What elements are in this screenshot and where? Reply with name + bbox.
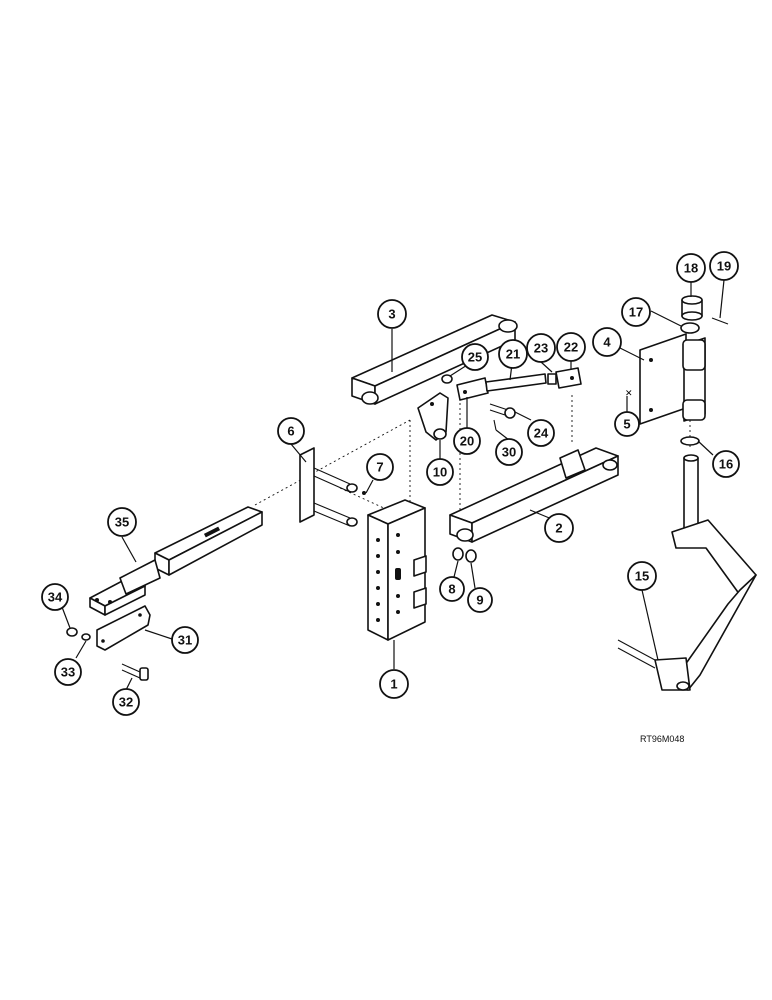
svg-text:21: 21 — [506, 347, 520, 362]
callout-19: 19 — [709, 251, 739, 281]
part-8-washer — [452, 547, 464, 561]
svg-text:2: 2 — [555, 521, 562, 536]
svg-text:19: 19 — [717, 259, 731, 274]
svg-text:16: 16 — [719, 457, 733, 472]
callout-17: 17 — [621, 297, 651, 327]
callout-24: 24 — [527, 419, 555, 447]
part-35-telescoping-link — [89, 506, 263, 616]
part-9-washer — [465, 549, 477, 563]
svg-text:23: 23 — [534, 341, 548, 356]
part-34-nut — [66, 627, 78, 637]
svg-text:20: 20 — [460, 434, 474, 449]
svg-text:34: 34 — [48, 590, 63, 605]
callout-32: 32 — [112, 688, 140, 716]
reference-code: RT96M048 — [640, 734, 684, 744]
callout-4: 4 — [592, 327, 622, 357]
leader-lines — [61, 279, 725, 691]
callout-23: 23 — [526, 333, 556, 363]
svg-text:33: 33 — [61, 665, 75, 680]
callout-7: 7 — [366, 453, 394, 481]
callout-33: 33 — [54, 658, 82, 686]
svg-text:4: 4 — [603, 335, 611, 350]
part-19-pin — [711, 317, 729, 325]
callouts: 1 2 3 4 5 6 7 8 9 10 15 16 17 18 19 20 2… — [41, 251, 740, 716]
part-7-pin — [362, 491, 366, 495]
svg-text:7: 7 — [376, 460, 383, 475]
svg-text:25: 25 — [468, 350, 482, 365]
callout-25: 25 — [461, 343, 489, 371]
callout-30: 30 — [495, 438, 523, 466]
part-25-nut — [441, 374, 453, 384]
bracket-holes — [376, 533, 401, 622]
part-32-bolt — [121, 663, 149, 681]
part-10-link-plate — [417, 392, 449, 441]
callout-9: 9 — [467, 587, 493, 613]
part-2-lower-arm — [449, 447, 619, 543]
part-30-cotter-pin — [493, 419, 497, 431]
part-4-hinge-bracket — [639, 333, 706, 425]
svg-text:6: 6 — [287, 424, 294, 439]
callout-3: 3 — [377, 299, 407, 329]
callout-21: 21 — [498, 339, 528, 369]
svg-text:35: 35 — [115, 515, 129, 530]
callout-6: 6 — [277, 417, 305, 445]
part-21-rod — [485, 373, 547, 392]
part-18-bushing — [681, 295, 703, 321]
callout-22: 22 — [556, 332, 586, 362]
svg-text:3: 3 — [388, 307, 395, 322]
svg-text:1: 1 — [390, 677, 397, 692]
svg-text:✕: ✕ — [625, 389, 633, 399]
part-5-screw: ✕ — [625, 389, 633, 399]
part-1-vertical-bracket — [367, 499, 427, 641]
svg-text:5: 5 — [623, 417, 630, 432]
svg-text:8: 8 — [448, 582, 455, 597]
svg-text:30: 30 — [502, 445, 516, 460]
svg-text:24: 24 — [534, 426, 549, 441]
part-17-ring — [680, 322, 700, 334]
callout-16: 16 — [712, 450, 740, 478]
callout-1: 1 — [379, 669, 409, 699]
part-3-upper-arm — [351, 314, 518, 405]
callout-8: 8 — [439, 576, 465, 602]
svg-text:15: 15 — [635, 569, 649, 584]
svg-text:9: 9 — [476, 593, 483, 608]
part-15-axle-arm — [617, 454, 757, 691]
part-24-pin — [489, 403, 516, 419]
part-16-ring — [680, 436, 700, 446]
part-23-nut — [547, 373, 557, 385]
svg-text:31: 31 — [178, 633, 192, 648]
callout-31: 31 — [171, 626, 199, 654]
callout-20: 20 — [453, 427, 481, 455]
part-31-bracket-plate — [96, 605, 151, 651]
part-20-clevis — [456, 377, 489, 401]
callout-34: 34 — [41, 583, 69, 611]
callout-18: 18 — [676, 253, 706, 283]
svg-text:32: 32 — [119, 695, 133, 710]
svg-text:17: 17 — [629, 305, 643, 320]
part-6-pin-plate — [299, 447, 358, 527]
part-22-clevis — [555, 367, 582, 389]
svg-text:18: 18 — [684, 261, 698, 276]
svg-text:22: 22 — [564, 340, 578, 355]
callout-35: 35 — [107, 507, 137, 537]
callout-10: 10 — [426, 458, 454, 486]
part-33-washer — [81, 633, 91, 641]
callout-5: 5 — [614, 411, 640, 437]
svg-text:10: 10 — [433, 465, 447, 480]
callout-15: 15 — [627, 561, 657, 591]
callout-2: 2 — [544, 513, 574, 543]
